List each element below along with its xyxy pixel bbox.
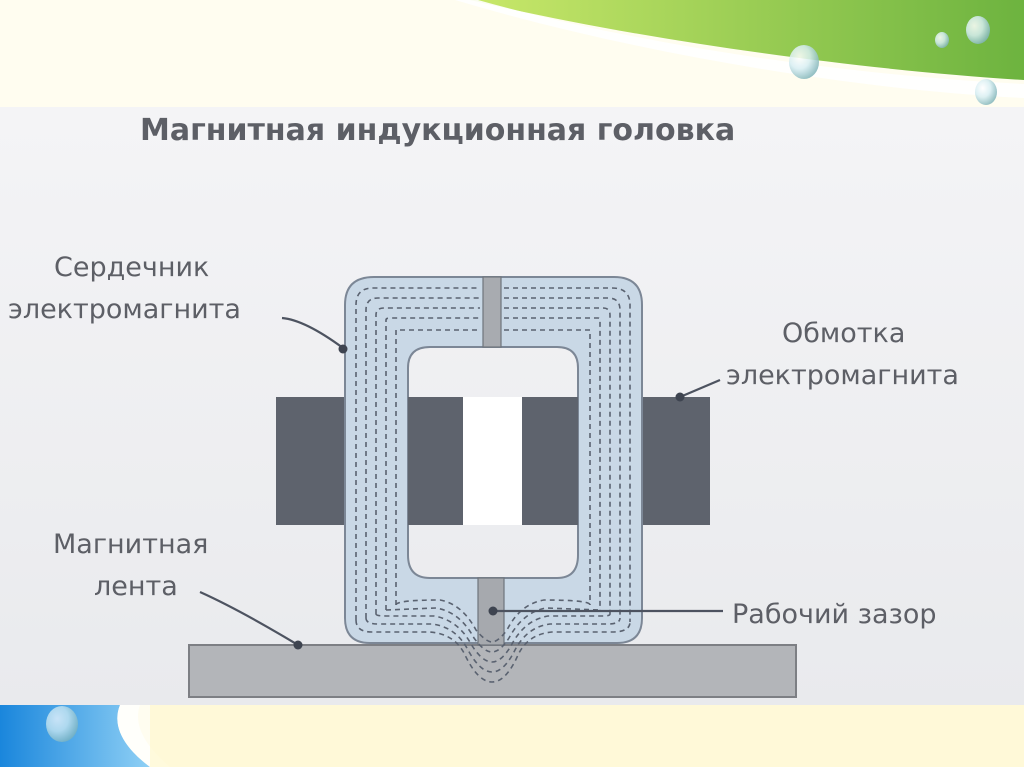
- gap-label: Рабочий зазор: [732, 599, 937, 630]
- white-swoosh: [455, 0, 1024, 98]
- winding-inner-left: [408, 397, 463, 525]
- water-drop-icon: [789, 45, 819, 79]
- blue-swoosh: [0, 705, 150, 767]
- winding-label-line2: электромагнита: [726, 360, 959, 391]
- green-swoosh: [470, 0, 1024, 80]
- winding-right: [640, 397, 710, 525]
- winding-leader-dot: [675, 392, 685, 402]
- diagram-title: Магнитная индукционная головка: [140, 113, 735, 148]
- flux-lines: [355, 287, 631, 683]
- winding-leader: [679, 378, 721, 399]
- water-drop-icon: [935, 32, 949, 48]
- water-drop-icon: [966, 16, 990, 44]
- core-leader-dot: [338, 344, 348, 354]
- winding-label-line1: Обмотка: [782, 318, 905, 349]
- core-label-line2: электромагнита: [8, 294, 241, 325]
- tape-leader-dot: [293, 640, 303, 650]
- tape-label-line2: лента: [94, 571, 178, 602]
- winding-center-gap: [463, 397, 522, 525]
- water-drop-icon: [975, 79, 997, 105]
- core-leader: [281, 316, 344, 349]
- water-drop-icon: [46, 706, 78, 742]
- winding-left: [276, 397, 346, 525]
- core-label-line1: Сердечник: [54, 252, 209, 283]
- core-top-slot: [482, 276, 502, 348]
- gap-leader-dot: [488, 606, 498, 616]
- tape-label-line1: Магнитная: [53, 529, 208, 560]
- magnetic-tape: [188, 644, 797, 698]
- winding-inner-right: [522, 397, 578, 525]
- tape-leader: [199, 590, 299, 646]
